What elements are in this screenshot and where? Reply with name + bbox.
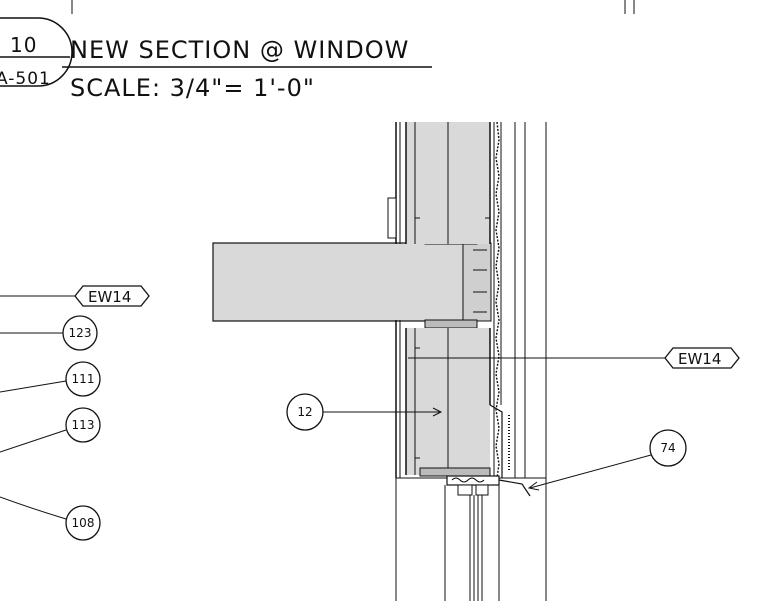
callout-12-label: 12 bbox=[297, 405, 312, 419]
wall-tag-left: EW14 bbox=[0, 285, 150, 307]
callout-108-label: 108 bbox=[72, 516, 95, 530]
sheet-number: A-501 bbox=[0, 69, 51, 89]
wall-panel-lower bbox=[395, 320, 503, 478]
callout-108: 108 bbox=[0, 496, 101, 541]
callout-113: 113 bbox=[0, 407, 101, 453]
title-block: 10 A-501 NEW SECTION @ WINDOW SCALE: 3/4… bbox=[0, 17, 432, 102]
callout-12: 12 bbox=[286, 393, 443, 431]
wall-tag-right-label: EW14 bbox=[678, 350, 721, 368]
drawing-scale: SCALE: 3/4"= 1'-0" bbox=[70, 74, 315, 102]
callout-111: 111 bbox=[0, 361, 101, 397]
callout-123-label: 123 bbox=[69, 326, 92, 340]
callout-123: 123 bbox=[0, 315, 98, 351]
callout-74: 74 bbox=[527, 429, 687, 491]
wall-tag-left-label: EW14 bbox=[88, 288, 131, 306]
detail-bubble bbox=[0, 17, 73, 87]
window-head bbox=[395, 475, 531, 601]
detail-number: 10 bbox=[10, 33, 37, 57]
wall-tag-right: EW14 bbox=[408, 347, 740, 369]
callout-74-label: 74 bbox=[660, 441, 675, 455]
floor-slab bbox=[212, 235, 492, 329]
callout-113-label: 113 bbox=[72, 418, 95, 432]
wall-panel-upper bbox=[387, 122, 491, 244]
callout-111-label: 111 bbox=[72, 372, 95, 386]
drawing-title: NEW SECTION @ WINDOW bbox=[70, 36, 409, 64]
